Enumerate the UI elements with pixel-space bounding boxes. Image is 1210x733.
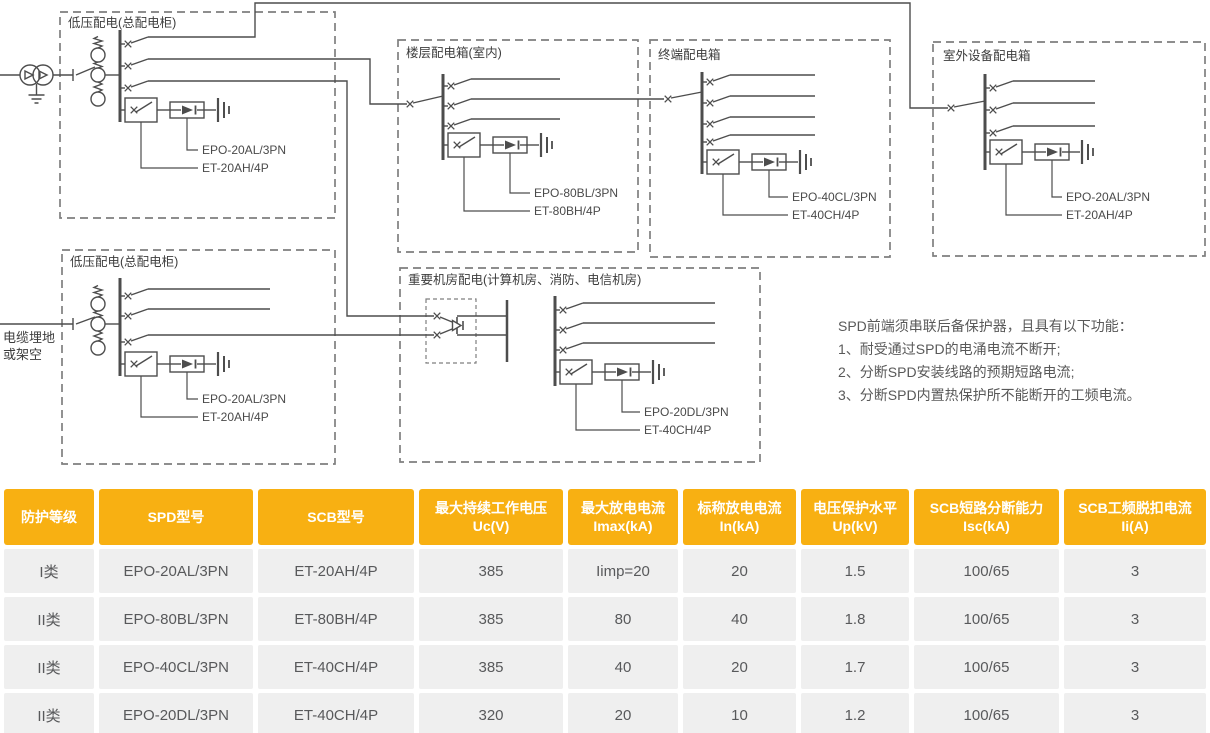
- header-unit: Isc(kA): [963, 518, 1010, 534]
- spd-notes-heading: SPD前端须串联后备保护器，且具有以下功能：: [838, 318, 1133, 334]
- panel-terminal-schematic: [664, 72, 815, 216]
- cell-ii: 3: [1064, 693, 1206, 733]
- scb-model-label: ET-40CH/4P: [644, 423, 712, 437]
- col-header-spd-model: SPD型号: [99, 489, 253, 545]
- cell-spd-model: EPO-20DL/3PN: [99, 693, 253, 733]
- header-text: SPD型号: [147, 509, 205, 525]
- cell-up: 1.5: [801, 549, 909, 593]
- spd-notes-item: 3、分断SPD内置热保护所不能断开的工频电流。: [838, 387, 1141, 403]
- header-unit: In(kA): [719, 518, 760, 534]
- panel-title-main-bottom: 低压配电(总配电柜): [70, 255, 179, 269]
- spd-model-label: EPO-20DL/3PN: [644, 405, 729, 419]
- cell-uc: 320: [419, 693, 563, 733]
- col-header-protection-class: 防护等级: [4, 489, 94, 545]
- cell-class: I类: [4, 549, 94, 593]
- cell-up: 1.8: [801, 597, 909, 641]
- cell-spd-model: EPO-40CL/3PN: [99, 645, 253, 689]
- cell-scb-model: ET-20AH/4P: [258, 549, 414, 593]
- spd-model-label: EPO-80BL/3PN: [534, 186, 619, 200]
- header-unit: Up(kV): [832, 518, 878, 534]
- col-header-imax: 最大放电电流 Imax(kA): [568, 489, 678, 545]
- cell-imax: 80: [568, 597, 678, 641]
- cell-isc: 100/65: [914, 549, 1059, 593]
- spec-table: 防护等级 SPD型号 SCB型号 最大持续工作电压 Uc(V) 最大放电电流 Ima…: [4, 489, 1206, 733]
- panel-title-main-top: 低压配电(总配电柜): [68, 16, 177, 30]
- header-text: 电压保护水平: [813, 500, 897, 516]
- cell-imax: Iimp=20: [568, 549, 678, 593]
- cell-uc: 385: [419, 597, 563, 641]
- col-header-up: 电压保护水平 Up(kV): [801, 489, 909, 545]
- cell-ii: 3: [1064, 597, 1206, 641]
- panel-main-top-schematic: [90, 2, 948, 317]
- header-text: SCB型号: [307, 509, 365, 525]
- cell-in: 10: [683, 693, 796, 733]
- cell-spd-model: EPO-20AL/3PN: [99, 549, 253, 593]
- scb-model-label: ET-40CH/4P: [792, 208, 860, 222]
- cell-class: II类: [4, 597, 94, 641]
- cable-entry-line1: 电缆埋地: [3, 330, 56, 345]
- cell-imax: 40: [568, 645, 678, 689]
- cell-spd-model: EPO-80BL/3PN: [99, 597, 253, 641]
- spd-notes-item: 2、分断SPD安装线路的预期短路电流;: [838, 364, 1075, 380]
- cell-up: 1.7: [801, 645, 909, 689]
- cell-in: 40: [683, 597, 796, 641]
- panel-title-outdoor: 室外设备配电箱: [943, 49, 1031, 63]
- scb-model-label: ET-20AH/4P: [1066, 208, 1133, 222]
- schematic-svg: [0, 2, 1206, 465]
- cell-in: 20: [683, 549, 796, 593]
- cell-up: 1.2: [801, 693, 909, 733]
- panel-title-floor: 楼层配电箱(室内): [406, 46, 502, 60]
- cell-ii: 3: [1064, 645, 1206, 689]
- col-header-ii: SCB工频脱扣电流 Ii(A): [1064, 489, 1206, 545]
- cable-entry-line2: 或架空: [3, 347, 43, 362]
- header-text: 最大放电电流: [581, 500, 665, 516]
- cell-isc: 100/65: [914, 597, 1059, 641]
- col-header-scb-model: SCB型号: [258, 489, 414, 545]
- panel-floor-schematic: [406, 74, 664, 212]
- header-unit: Imax(kA): [593, 518, 653, 534]
- col-header-isc: SCB短路分断能力 Isc(kA): [914, 489, 1059, 545]
- panel-outdoor-schematic: [947, 74, 1095, 216]
- utility-transformer-symbol: [0, 64, 96, 104]
- header-unit: Ii(A): [1121, 518, 1149, 534]
- header-unit: Uc(V): [472, 518, 510, 534]
- cell-class: II类: [4, 693, 94, 733]
- spd-model-label: EPO-20AL/3PN: [202, 392, 287, 406]
- header-text: 最大持续工作电压: [435, 500, 547, 516]
- header-text: 防护等级: [21, 509, 77, 525]
- panel-title-server-room: 重要机房配电(计算机房、消防、电信机房): [408, 273, 642, 287]
- spd-model-label: EPO-20AL/3PN: [1066, 190, 1151, 204]
- cell-in: 20: [683, 645, 796, 689]
- cell-scb-model: ET-40CH/4P: [258, 645, 414, 689]
- spd-notes-item: 1、耐受通过SPD的电涌电流不断开;: [838, 341, 1061, 357]
- scb-model-label: ET-20AH/4P: [202, 410, 269, 424]
- spd-notes: SPD前端须串联后备保护器，且具有以下功能： 1、耐受通过SPD的电涌电流不断开…: [838, 315, 1141, 407]
- cell-ii: 3: [1064, 549, 1206, 593]
- single-line-diagram: 低压配电(总配电柜) 楼层配电箱(室内) 终端配电箱 室外设备配电箱 低压配电(…: [0, 2, 1206, 465]
- cell-uc: 385: [419, 645, 563, 689]
- header-text: SCB工频脱扣电流: [1078, 500, 1192, 516]
- panel-borders: [59, 11, 1206, 465]
- scb-model-label: ET-80BH/4P: [534, 204, 601, 218]
- panel-title-terminal: 终端配电箱: [658, 48, 721, 62]
- scb-model-label: ET-20AH/4P: [202, 161, 269, 175]
- cell-class: II类: [4, 645, 94, 689]
- panel-main-bottom-schematic: [0, 278, 434, 418]
- spd-model-label: EPO-40CL/3PN: [792, 190, 877, 204]
- cell-imax: 20: [568, 693, 678, 733]
- spd-model-label: EPO-20AL/3PN: [202, 143, 287, 157]
- cell-uc: 385: [419, 549, 563, 593]
- header-text: SCB短路分断能力: [929, 500, 1044, 516]
- header-text: 标称放电电流: [697, 500, 782, 516]
- cable-entry-label: 电缆埋地 或架空: [3, 329, 55, 363]
- cell-isc: 100/65: [914, 645, 1059, 689]
- cell-scb-model: ET-80BH/4P: [258, 597, 414, 641]
- panel-server-room-schematic: [433, 296, 715, 431]
- col-header-uc: 最大持续工作电压 Uc(V): [419, 489, 563, 545]
- cell-isc: 100/65: [914, 693, 1059, 733]
- col-header-in: 标称放电电流 In(kA): [683, 489, 796, 545]
- cell-scb-model: ET-40CH/4P: [258, 693, 414, 733]
